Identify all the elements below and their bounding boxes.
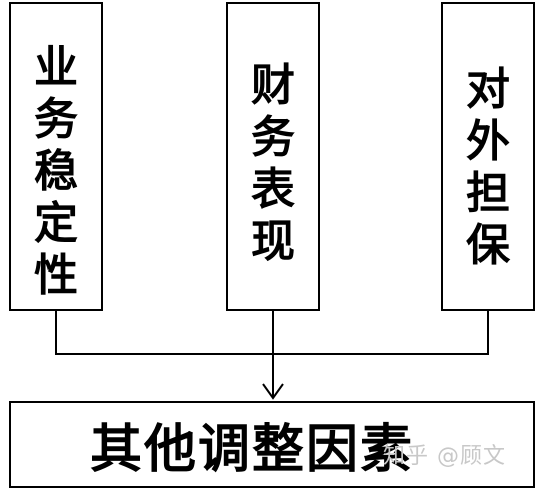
watermark-text: 知乎 @顾文: [383, 444, 506, 469]
factor-label-financial-performance: 财务表现: [251, 60, 295, 267]
factor-box-external-guarantee: 对外担保: [441, 2, 535, 311]
factor-box-business-stability: 业务稳定性: [9, 2, 103, 311]
factor-box-financial-performance: 财务表现: [226, 2, 320, 311]
factor-label-external-guarantee: 对外担保: [466, 64, 510, 271]
arrowhead-icon: [262, 383, 284, 400]
result-label-other-adjustments: 其他调整因素: [89, 419, 414, 480]
result-box-other-adjustments: 其他调整因素: [9, 401, 535, 488]
factor-label-business-stability: 业务稳定性: [34, 42, 78, 301]
